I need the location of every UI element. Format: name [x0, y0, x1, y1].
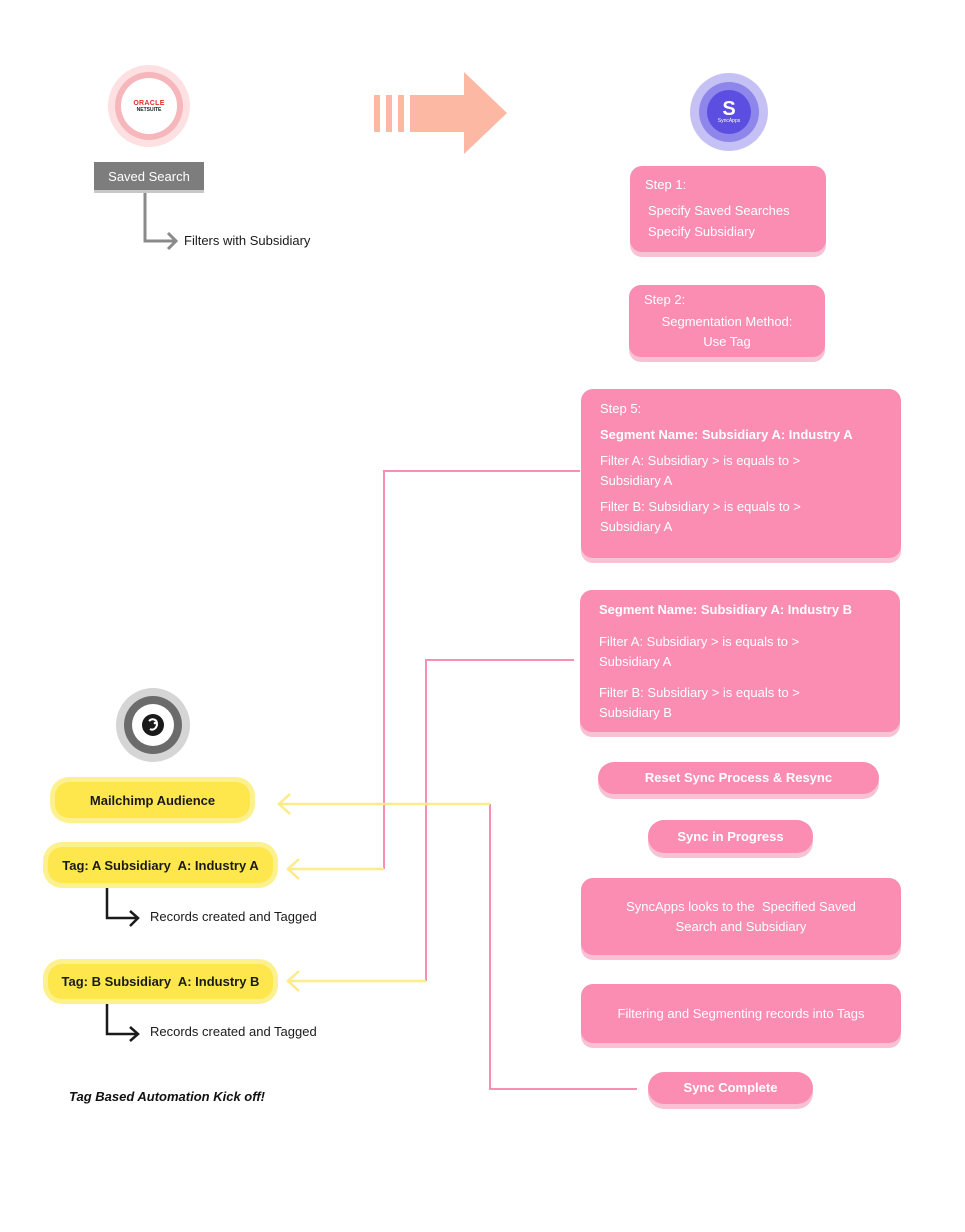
- reset-sync-pill: Reset Sync Process & Resync: [598, 762, 879, 794]
- segment-a-name: Segment Name: Subsidiary A: Industry A: [600, 427, 853, 442]
- automation-kickoff-label: Tag Based Automation Kick off!: [69, 1089, 265, 1104]
- mailchimp-audience-box: Mailchimp Audience: [55, 782, 250, 818]
- step-5-title: Step 5:: [600, 401, 642, 416]
- segment-a-filter-b-line1: Filter B: Subsidiary > is equals to >: [600, 499, 801, 514]
- segment-b-filter-a-line2: Subsidiary A: [599, 654, 672, 669]
- syncapps-looks-card: SyncApps looks to the Specified Saved Se…: [581, 878, 901, 955]
- step-2-card: Step 2: Segmentation Method: Use Tag: [629, 285, 825, 357]
- sync-in-progress-label: Sync in Progress: [677, 828, 784, 844]
- syncapps-logo: S SyncApps: [690, 73, 768, 151]
- segment-a-filter-a-line1: Filter A: Subsidiary > is equals to >: [600, 453, 801, 468]
- step-1-line1: Specify Saved Searches: [648, 203, 790, 218]
- segment-b-card: Segment Name: Subsidiary A: Industry B F…: [580, 590, 900, 732]
- saved-search-label: Saved Search: [108, 168, 190, 184]
- tag-b-arrow: [286, 970, 426, 992]
- segment-b-filter-b-line1: Filter B: Subsidiary > is equals to >: [599, 685, 800, 700]
- step-2-line1: Segmentation Method:: [661, 314, 793, 329]
- sync-complete-pill: Sync Complete: [648, 1072, 813, 1104]
- step-1-title: Step 1:: [645, 177, 687, 192]
- step-2-line2: Use Tag: [703, 334, 751, 349]
- reset-sync-label: Reset Sync Process & Resync: [644, 770, 833, 785]
- filtering-card: Filtering and Segmenting records into Ta…: [581, 984, 901, 1043]
- segment-a-connector: [383, 470, 580, 869]
- filtering-label: Filtering and Segmenting records into Ta…: [617, 1005, 865, 1021]
- syncapps-looks-line2: Search and Subsidiary: [675, 918, 807, 934]
- tag-a-box: Tag: A Subsidiary A: Industry A: [48, 847, 273, 883]
- audience-arrow: [277, 793, 490, 815]
- step-1-line2: Specify Subsidiary: [648, 224, 755, 239]
- sync-complete-connector: [489, 804, 637, 1090]
- saved-search-connector: [143, 190, 175, 243]
- tag-b-box: Tag: B Subsidiary A: Industry B: [48, 964, 273, 999]
- step-1-card: Step 1: Specify Saved Searches Specify S…: [630, 166, 826, 252]
- filters-with-subsidiary-label: Filters with Subsidiary: [184, 233, 311, 248]
- step-2-title: Step 2:: [644, 292, 686, 307]
- tag-a-records-label: Records created and Tagged: [150, 909, 317, 924]
- segment-b-filter-a-line1: Filter A: Subsidiary > is equals to >: [599, 634, 800, 649]
- tag-b-records-label: Records created and Tagged: [150, 1024, 317, 1039]
- netsuite-wordmark: NETSUITE: [136, 106, 162, 113]
- tag-a-records-connector: [105, 886, 140, 927]
- segment-a-filter-a-line2: Subsidiary A: [600, 473, 673, 488]
- sync-in-progress-pill: Sync in Progress: [648, 820, 813, 853]
- syncapps-looks-line1: SyncApps looks to the Specified Saved: [626, 898, 856, 914]
- saved-search-box: Saved Search: [94, 162, 204, 190]
- syncapps-s-icon: S: [722, 98, 736, 120]
- segment-b-connector: [425, 659, 574, 981]
- mailchimp-freddie-icon: [142, 714, 164, 736]
- tag-b-label: Tag: B Subsidiary A: Industry B: [61, 974, 260, 989]
- oracle-netsuite-logo: ORACLE NETSUITE: [108, 65, 190, 147]
- segment-a-filter-b-line2: Subsidiary A: [600, 519, 673, 534]
- sync-complete-label: Sync Complete: [683, 1080, 778, 1095]
- transfer-arrow-icon: [374, 72, 507, 154]
- syncapps-caption: SyncApps: [717, 118, 741, 124]
- oracle-wordmark: ORACLE: [133, 99, 165, 107]
- segment-b-name: Segment Name: Subsidiary A: Industry B: [599, 602, 853, 617]
- tag-a-arrow: [286, 858, 384, 880]
- mailchimp-logo: [116, 688, 190, 762]
- segment-b-filter-b-line2: Subsidiary B: [599, 705, 672, 720]
- tag-a-label: Tag: A Subsidiary A: Industry A: [62, 857, 259, 873]
- mailchimp-audience-label: Mailchimp Audience: [89, 792, 216, 808]
- tag-b-records-connector: [105, 1000, 140, 1042]
- step-5-card: Step 5: Segment Name: Subsidiary A: Indu…: [581, 389, 901, 558]
